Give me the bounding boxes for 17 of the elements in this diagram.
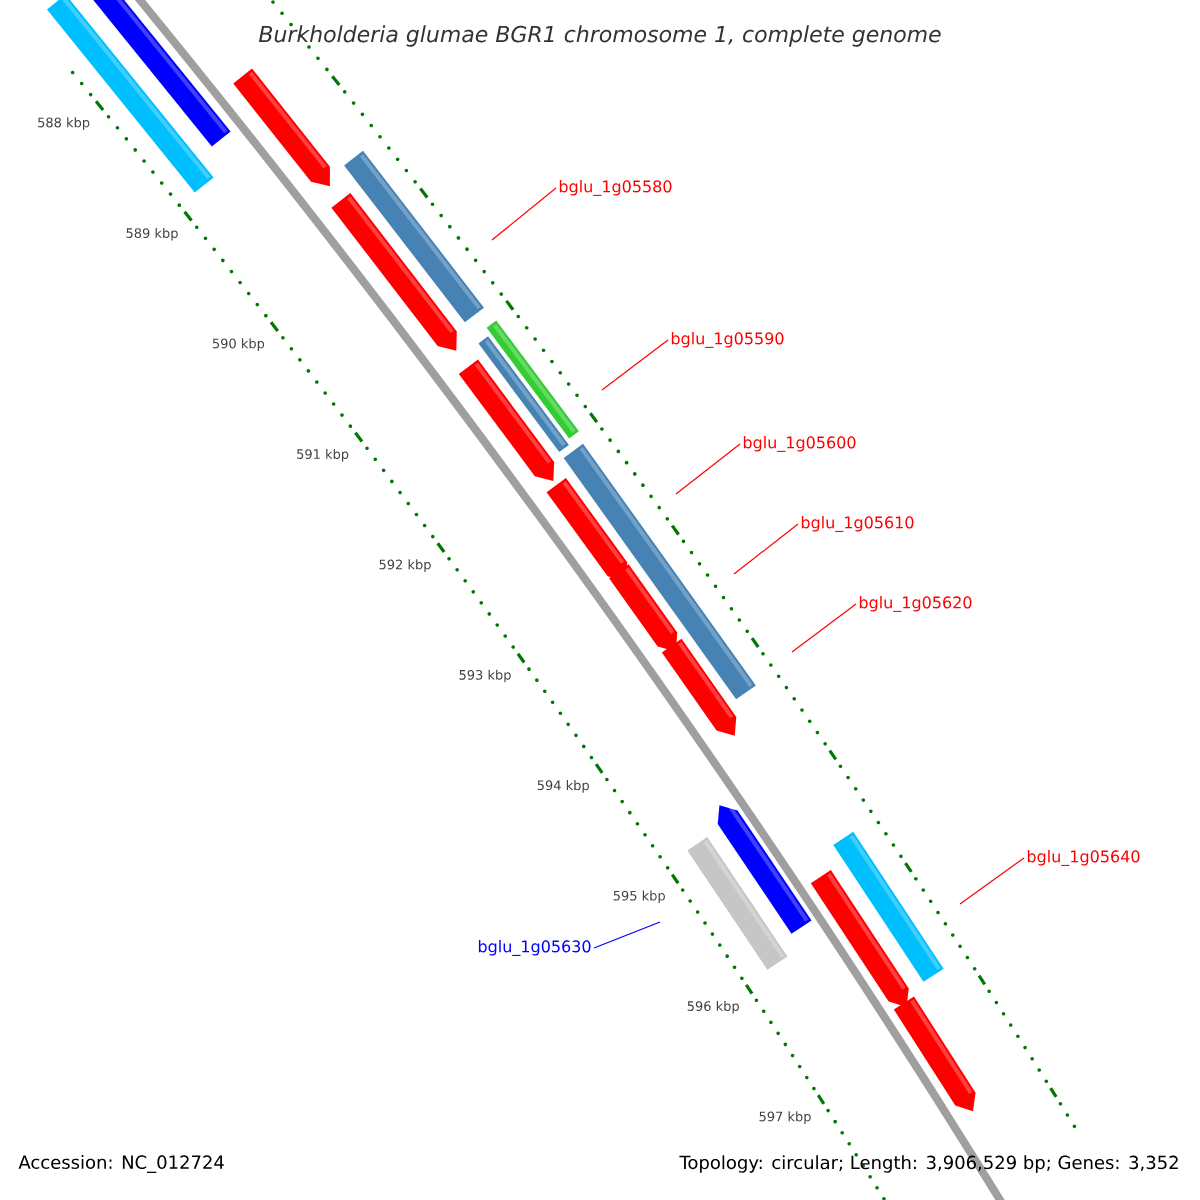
leader-line bbox=[959, 857, 1025, 905]
leader-line bbox=[593, 921, 661, 949]
gene-label: bglu_1g05600 bbox=[743, 436, 856, 452]
footer-text: Accession: NC_012724 bbox=[18, 1155, 224, 1173]
leader-line bbox=[791, 603, 857, 653]
gene-label: bglu_1g05580 bbox=[559, 180, 672, 196]
leader-line bbox=[601, 339, 669, 391]
gene-label: bglu_1g05610 bbox=[801, 516, 914, 532]
gene-label: bglu_1g05590 bbox=[671, 332, 784, 348]
title: Burkholderia glumae BGR1 chromosome 1, complete genome bbox=[258, 25, 941, 47]
gene-label: bglu_1g05640 bbox=[1027, 850, 1140, 866]
footer-text: Topology: circular; Length: 3,906,529 bp; Genes: 3,352 bbox=[679, 1155, 1178, 1173]
leader-line bbox=[675, 443, 741, 495]
leader-line bbox=[491, 187, 557, 241]
gene-label: bglu_1g05620 bbox=[859, 596, 972, 612]
gene-label: bglu_1g05630 bbox=[478, 940, 591, 956]
leader-line bbox=[733, 523, 799, 575]
